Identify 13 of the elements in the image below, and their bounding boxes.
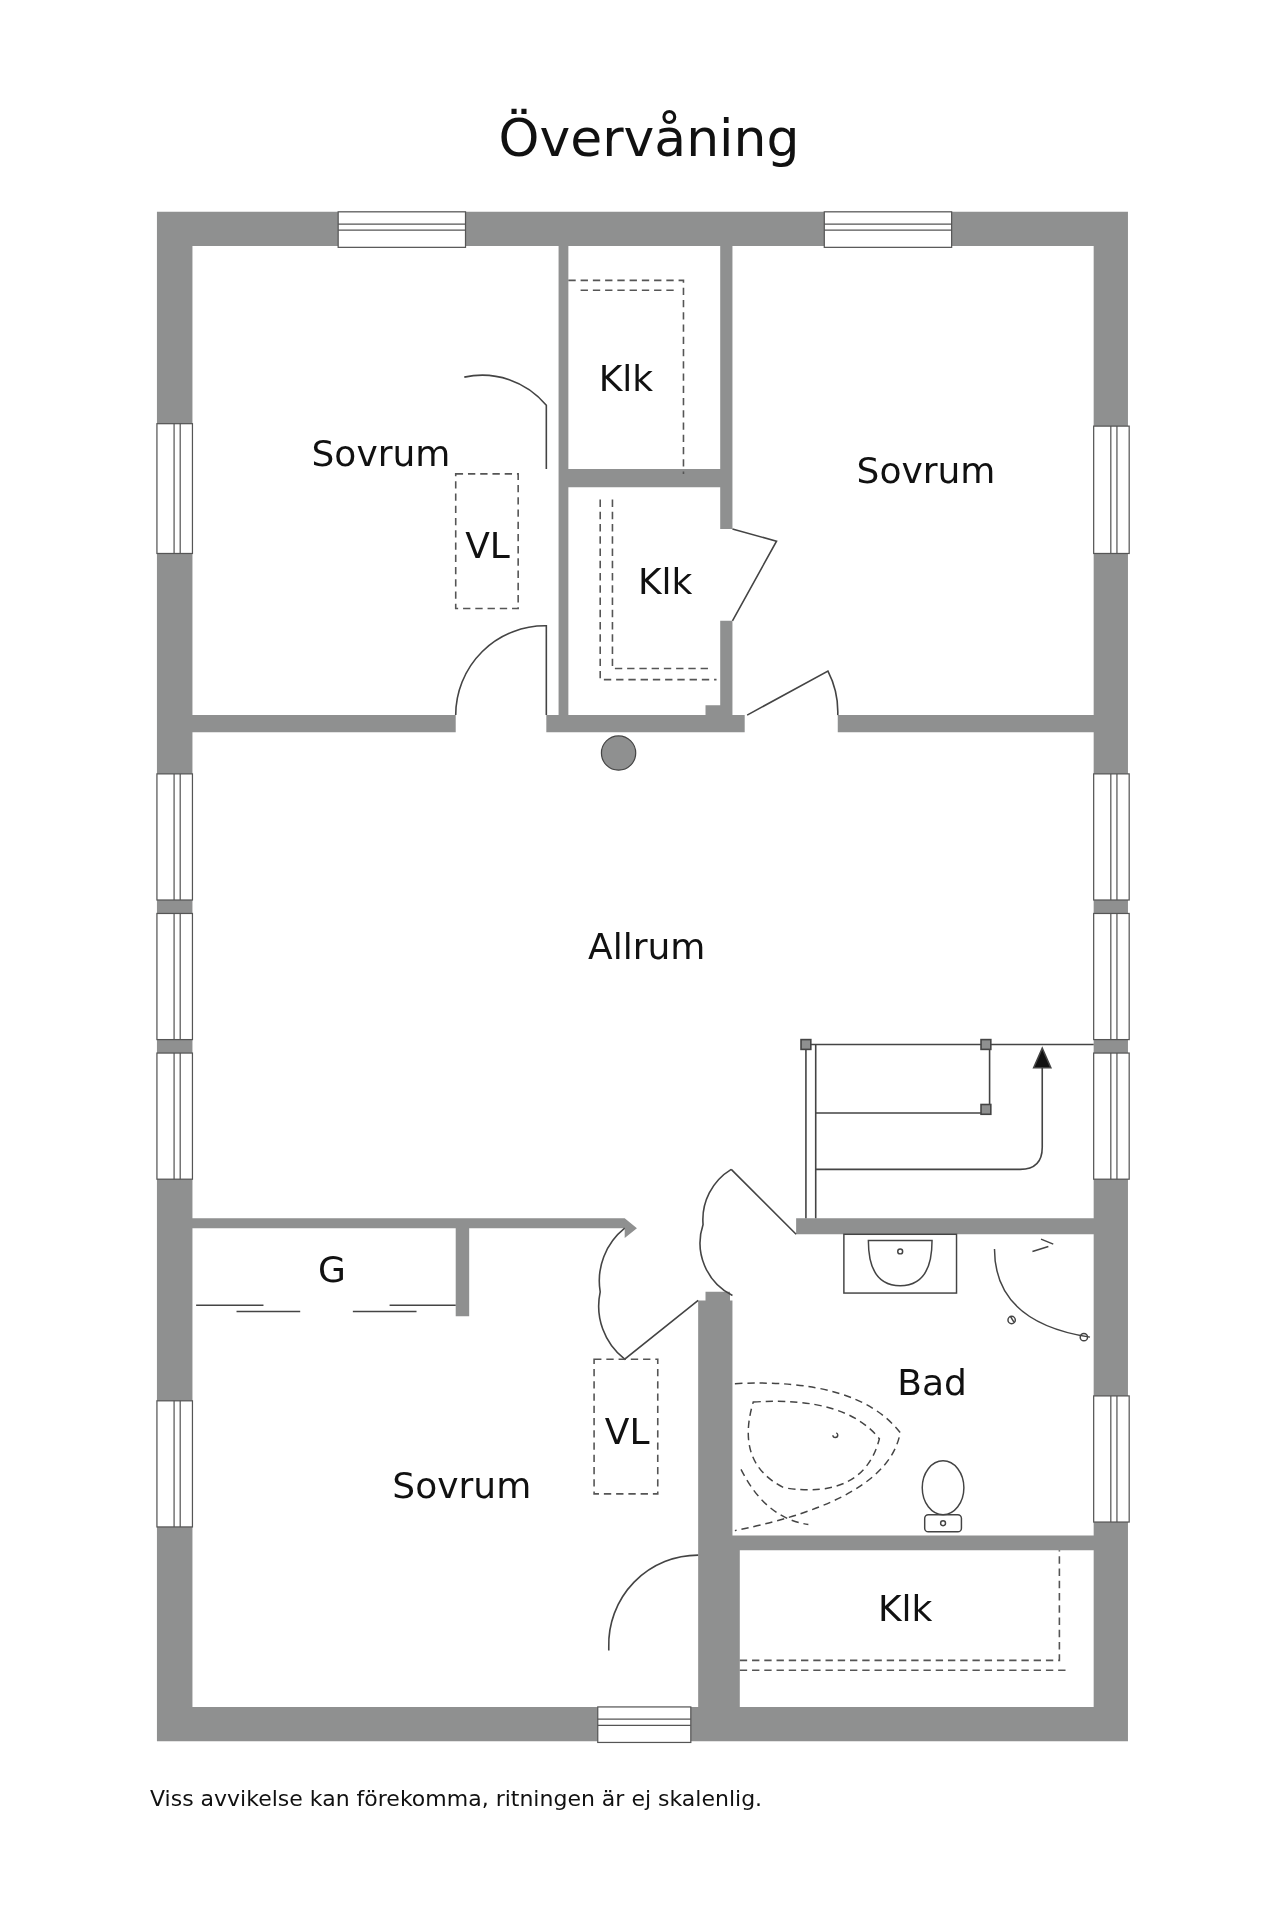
room-name: Bad (897, 1361, 967, 1403)
room-name: G (318, 1248, 346, 1290)
plan-title: Övervåning (498, 108, 800, 168)
room-name: VL (465, 524, 510, 566)
room-name: Allrum (588, 925, 706, 967)
room-name: Klk (637, 560, 693, 602)
room-name: Sovrum (856, 449, 996, 491)
disclaimer-note: Viss avvikelse kan förekomma, ritningen är ej skalenlig. (150, 1786, 763, 1811)
room-name: Sovrum (392, 1464, 532, 1506)
room-name: Klk (877, 1587, 933, 1629)
room-name: VL (604, 1410, 650, 1452)
room-name: Klk (598, 358, 654, 399)
room-name: Sovrum (311, 432, 451, 474)
